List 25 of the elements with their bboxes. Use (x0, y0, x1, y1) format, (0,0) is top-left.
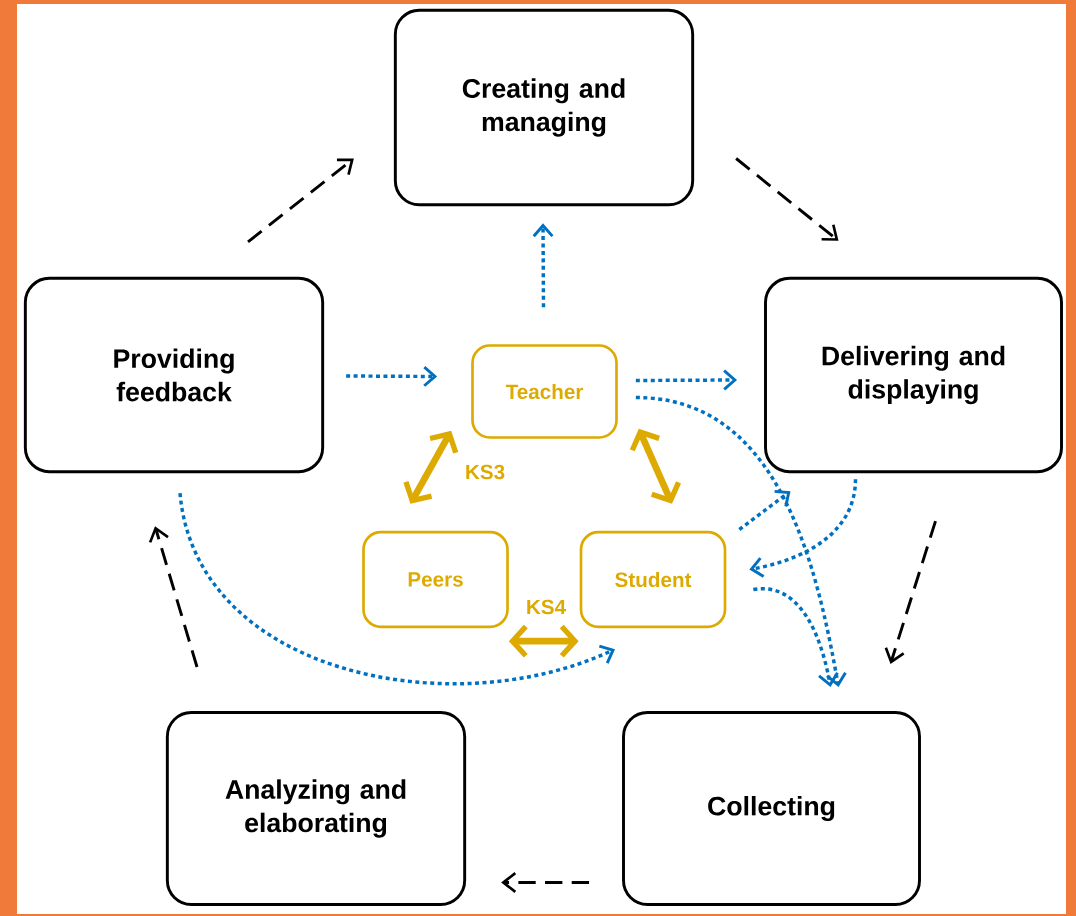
arrow (753, 587, 839, 688)
role-box: Peers (362, 530, 509, 629)
arrow (148, 526, 199, 668)
edge-label: KS3 (463, 463, 507, 481)
arrow (532, 223, 554, 308)
process-box: Analyzing and elaborating (165, 711, 467, 906)
process-box: Providing feedback (23, 276, 325, 474)
arrow (749, 479, 858, 578)
role-box: Student (579, 530, 727, 629)
process-box: Delivering and displaying (764, 276, 1063, 474)
arrow (735, 157, 839, 241)
arrow (403, 430, 459, 504)
arrow (884, 520, 937, 665)
role-box: Teacher (471, 344, 618, 439)
arrow (501, 872, 590, 893)
arrow (178, 492, 615, 685)
arrow (247, 158, 354, 243)
arrow (346, 366, 438, 387)
edge-label: KS4 (524, 598, 568, 616)
process-box: Creating and managing (393, 8, 695, 207)
arrow (635, 369, 738, 391)
arrow (629, 428, 681, 504)
arrow (635, 395, 847, 688)
process-box: Collecting (622, 711, 921, 906)
arrow (738, 489, 791, 531)
